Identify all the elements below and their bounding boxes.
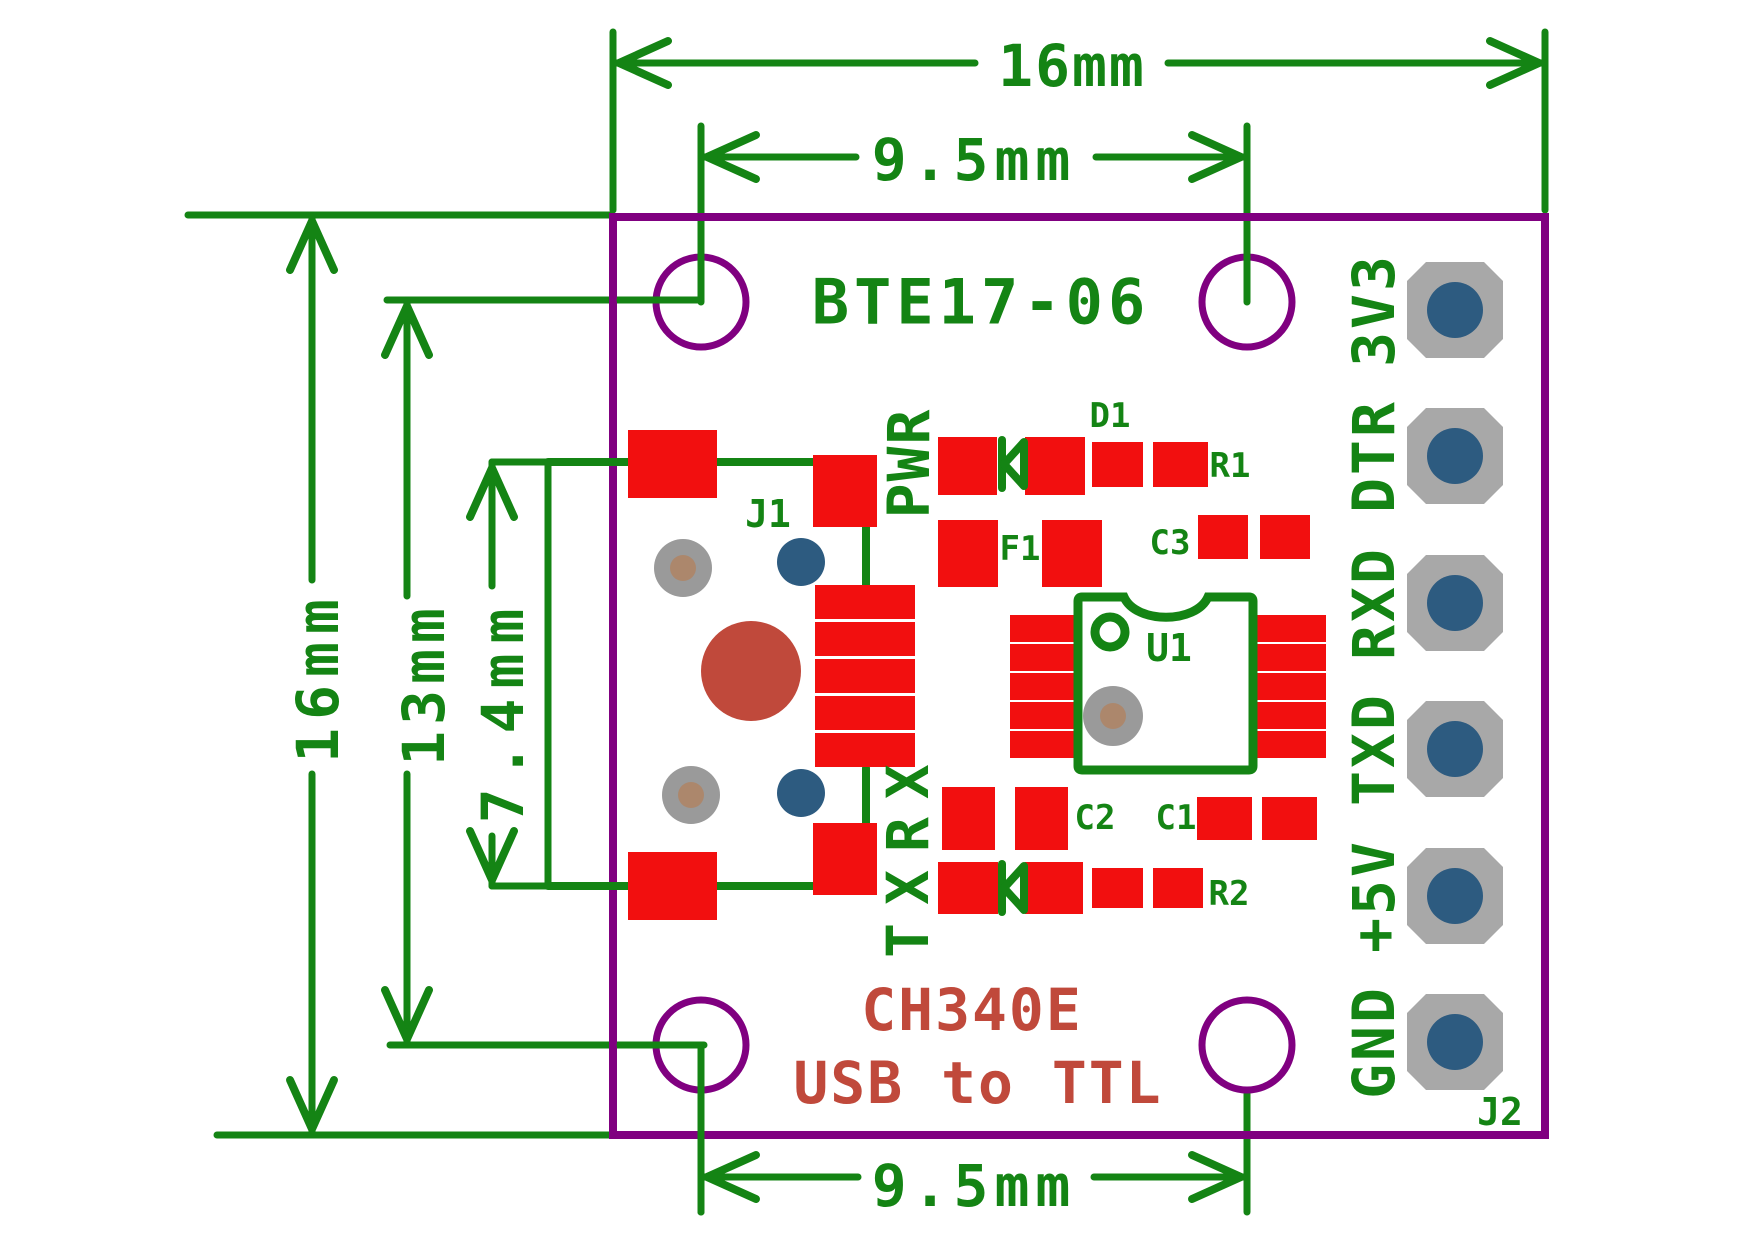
diode-symbol-d2	[998, 860, 1028, 916]
chip-function: USB to TTL	[793, 1049, 1162, 1117]
pin-label-gnd: GND	[1340, 985, 1408, 1099]
header-hole-gnd	[1427, 1014, 1483, 1070]
header-hole-3v3	[1427, 282, 1483, 338]
board-outline	[609, 213, 1549, 1139]
ref-j1: J1	[745, 492, 791, 536]
ref-c3: C3	[1150, 523, 1191, 563]
shell-hole-bottom	[777, 769, 825, 817]
pin1-marker-icon	[1090, 612, 1130, 652]
chip-name: CH340E	[861, 976, 1083, 1044]
header-hole-dtr	[1427, 428, 1483, 484]
label-txrx: TXRX	[874, 746, 942, 958]
dim-usb-width-label: 7.4mm	[469, 599, 537, 824]
ref-c2: C2	[1075, 798, 1116, 838]
ref-c1: C1	[1156, 798, 1197, 838]
pwr-led-row	[938, 436, 1208, 495]
diode-symbol-d1	[998, 436, 1028, 492]
ic-outline	[1073, 592, 1258, 775]
dim-hole-pitch-x-bottom-label: 9.5mm	[872, 1152, 1077, 1220]
ic-center-hole-inner	[1100, 703, 1126, 729]
ic-pads	[1010, 615, 1326, 758]
ref-u1: U1	[1146, 626, 1192, 670]
ref-d1: D1	[1090, 396, 1131, 436]
header-hole-5v	[1427, 868, 1483, 924]
usb-connector-holes	[654, 538, 825, 824]
pin-label-3v3: 3V3	[1340, 253, 1408, 367]
label-pwr: PWR	[875, 408, 943, 519]
header-pads	[1407, 262, 1503, 1090]
ref-f1: F1	[1000, 529, 1041, 569]
header-hole-rxd	[1427, 575, 1483, 631]
shell-big-hole	[701, 621, 801, 721]
labels: 16mm 9.5mm 16mm 13mm 7.4mm 9.5mm BTE17-0…	[284, 32, 1523, 1220]
dim-board-width-label: 16mm	[998, 32, 1146, 100]
extension-overlays	[616, 226, 1251, 1216]
dim-board-height-label: 16mm	[284, 591, 352, 763]
dim-hole-pitch-x-label: 9.5mm	[872, 126, 1077, 194]
ref-r1: R1	[1210, 446, 1251, 486]
pin-label-dtr: DTR	[1340, 399, 1408, 513]
locating-hole-top-center	[670, 555, 696, 581]
dim-hole-pitch-y-label: 13mm	[390, 602, 458, 766]
locating-hole-bottom-center	[678, 782, 704, 808]
pin-label-txd: TXD	[1340, 692, 1408, 806]
ref-r2: R2	[1209, 874, 1250, 914]
usb-connector-pads	[628, 430, 915, 920]
pin-label-5v: +5V	[1340, 839, 1408, 953]
board-title: BTE17-06	[812, 266, 1151, 339]
shell-hole-top	[777, 538, 825, 586]
header-hole-txd	[1427, 721, 1483, 777]
dimension-lines	[184, 28, 1549, 1216]
mounting-hole-bottom-right	[1198, 996, 1296, 1094]
pin-label-rxd: RXD	[1340, 546, 1408, 660]
ref-j2: J2	[1477, 1090, 1523, 1134]
fuse-and-caps	[938, 515, 1317, 850]
txrx-led-row	[938, 860, 1203, 916]
